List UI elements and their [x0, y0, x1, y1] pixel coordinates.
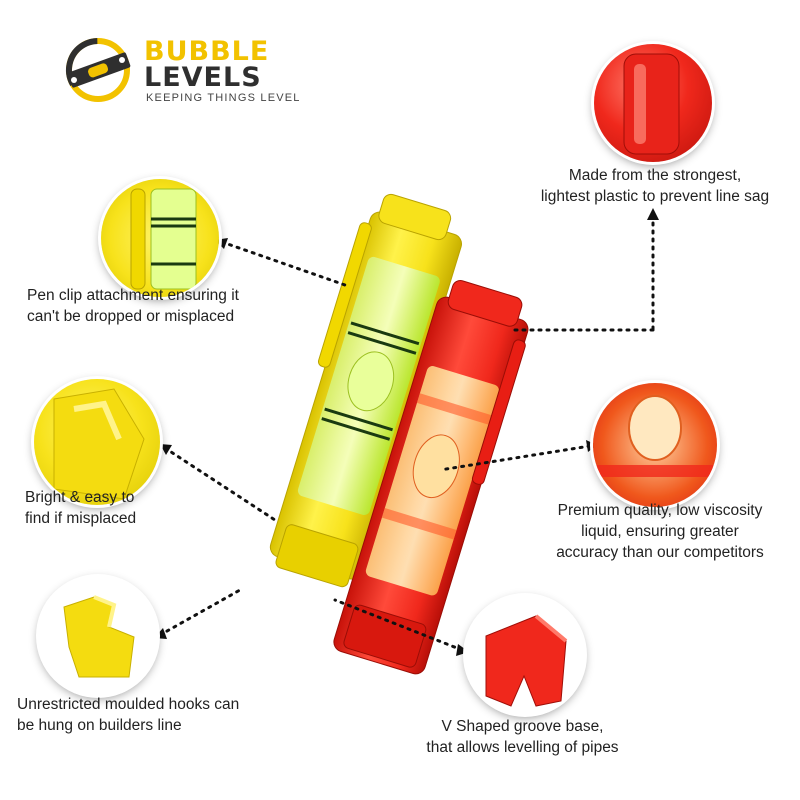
- caption-line: Bright & easy to: [25, 489, 135, 506]
- brand-word-bubble: BUBBLE: [144, 36, 270, 67]
- caption-line: can't be dropped or misplaced: [27, 308, 235, 325]
- caption-line: Unrestricted moulded hooks can: [17, 696, 240, 713]
- leader-hooks: [158, 588, 242, 637]
- leader-vgroove: [333, 598, 464, 652]
- caption-line: be hung on builders line: [17, 717, 182, 734]
- detail-circle-liquid: [593, 383, 717, 507]
- caption-line: Pen clip attachment ensuring it: [27, 287, 239, 304]
- caption-line: Premium quality, low viscosity: [557, 502, 763, 519]
- caption-line: liquid, ensuring greater: [581, 523, 739, 540]
- caption-line: lightest plastic to prevent line sag: [540, 188, 770, 205]
- caption-line: find if misplaced: [25, 510, 137, 527]
- caption-line: that allows levelling of pipes: [426, 739, 619, 756]
- caption-liquid: Premium quality, low viscosity liquid, e…: [520, 500, 800, 563]
- detail-circle-vgroove: [466, 596, 584, 714]
- caption-line: V Shaped groove base,: [441, 718, 604, 735]
- detail-circle-bright: [34, 379, 160, 505]
- callout-leaders: [158, 213, 655, 652]
- detail-circle-clip: [101, 179, 219, 297]
- detail-circle-plastic: [594, 44, 712, 162]
- level-badge-icon: [66, 38, 131, 102]
- caption-clip: Pen clip attachment ensuring it can't be…: [27, 285, 239, 327]
- leader-clip: [220, 240, 347, 287]
- caption-line: accuracy than our competitors: [556, 544, 764, 561]
- caption-line: Made from the strongest,: [568, 167, 742, 184]
- red-level: [333, 279, 529, 675]
- yellow-level: [269, 193, 462, 588]
- brand-tagline: KEEPING THINGS LEVEL: [146, 92, 301, 104]
- brand-word-levels: LEVELS: [144, 62, 262, 93]
- caption-plastic: Made from the strongest, lightest plasti…: [520, 165, 790, 207]
- leader-liquid: [438, 444, 592, 472]
- caption-bright: Bright & easy to find if misplaced: [25, 487, 136, 529]
- caption-vgroove: V Shaped groove base, that allows levell…: [400, 716, 645, 758]
- caption-hooks: Unrestricted moulded hooks can be hung o…: [17, 694, 239, 736]
- brand-logo: BUBBLE LEVELS KEEPING THINGS LEVEL: [58, 36, 318, 106]
- leader-bright: [163, 446, 277, 522]
- detail-circle-hooks: [39, 577, 157, 695]
